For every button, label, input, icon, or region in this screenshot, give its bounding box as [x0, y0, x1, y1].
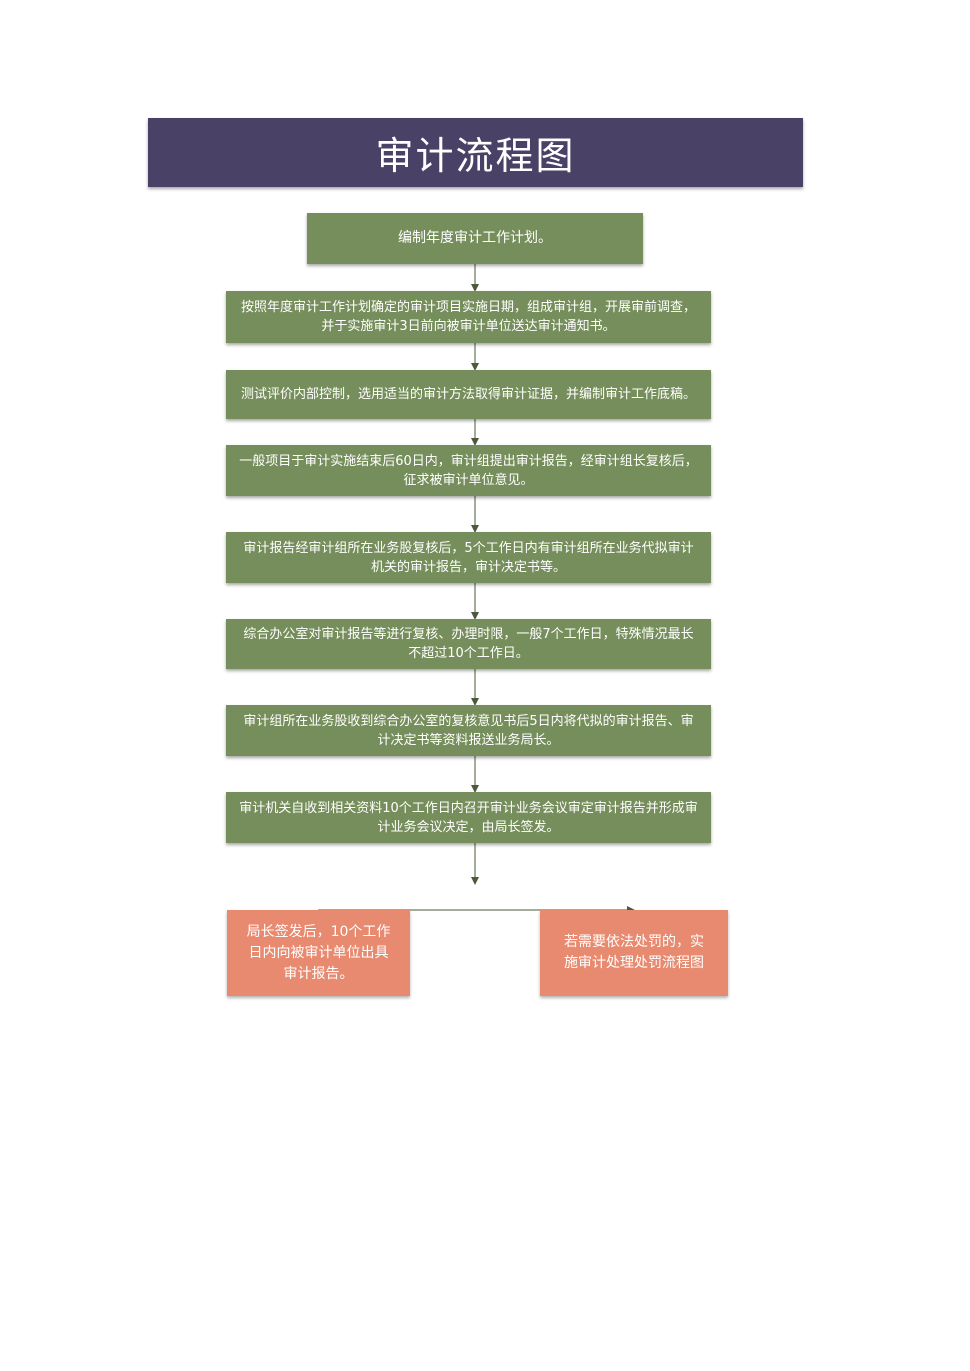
outcome-issue-report: 局长签发后，10个工作日内向被审计单位出具审计报告。	[227, 910, 410, 996]
flow-step-7: 审计组所在业务股收到综合办公室的复核意见书后5日内将代拟的审计报告、审计决定书等…	[226, 705, 711, 756]
flow-step-2: 按照年度审计工作计划确定的审计项目实施日期，组成审计组，开展审前调查，并于实施审…	[226, 291, 711, 343]
outcome-penalty-process: 若需要依法处罚的，实施审计处理处罚流程图	[540, 910, 728, 996]
flow-step-3: 测试评价内部控制，选用适当的审计方法取得审计证据，并编制审计工作底稿。	[226, 370, 711, 419]
flow-step-1: 编制年度审计工作计划。	[307, 213, 643, 264]
page-title: 审计流程图	[148, 118, 803, 187]
flow-step-5: 审计报告经审计组所在业务股复核后，5个工作日内有审计组所在业务代拟审计机关的审计…	[226, 532, 711, 583]
flow-step-8: 审计机关自收到相关资料10个工作日内召开审计业务会议审定审计报告并形成审计业务会…	[226, 792, 711, 843]
flow-step-4: 一般项目于审计实施结束后60日内，审计组提出审计报告，经审计组长复核后，征求被审…	[226, 445, 711, 496]
flow-step-6: 综合办公室对审计报告等进行复核、办理时限，一般7个工作日，特殊情况最长不超过10…	[226, 619, 711, 669]
